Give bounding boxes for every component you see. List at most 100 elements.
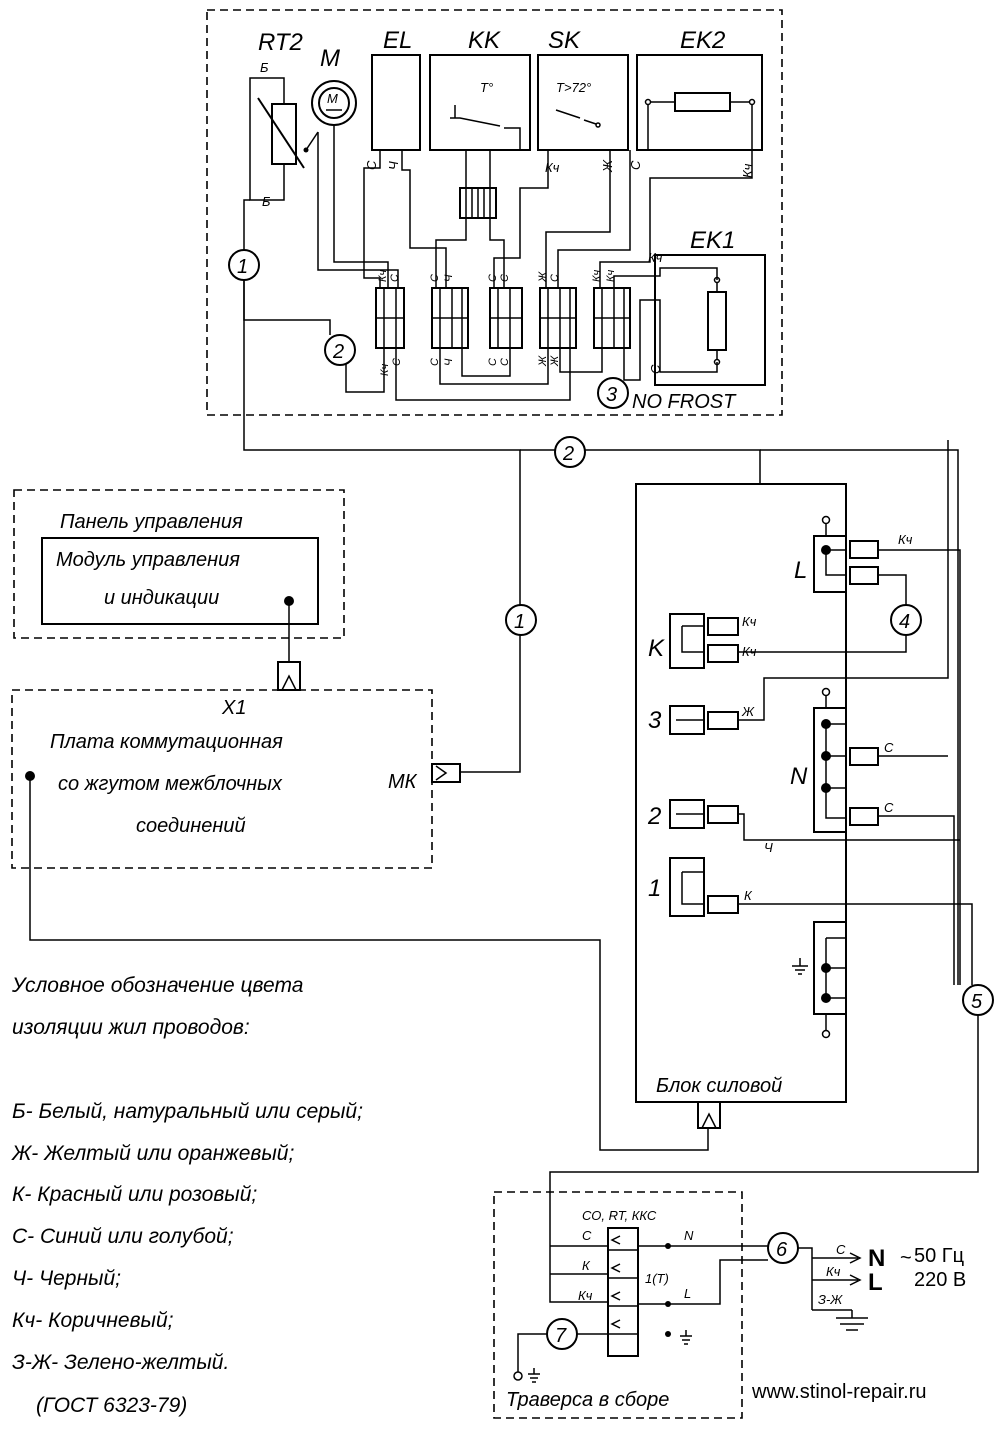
x1-designator: X1 bbox=[221, 697, 246, 719]
traverse-header: СО, RT, ККС bbox=[582, 1208, 657, 1223]
terminal-k-plug1 bbox=[707, 617, 739, 636]
terminal-3-label: 3 bbox=[648, 707, 662, 734]
wire-label-ek1-c: С bbox=[648, 364, 663, 374]
mains-supply: 6 С Кч З-Ж N L ~ 50 Гц 220 В bbox=[767, 1232, 966, 1331]
mains-l: L bbox=[868, 1269, 883, 1296]
wire-motor bbox=[333, 125, 389, 288]
ek2-node-right bbox=[748, 98, 756, 106]
harness-4-label: 4 bbox=[899, 611, 910, 633]
harness-2-label-inner: 2 bbox=[332, 341, 344, 363]
wire-l-to-4 bbox=[878, 574, 907, 605]
wire-label-b-bottom: Б bbox=[262, 194, 271, 209]
legend-title-line2: изоляции жил проводов: bbox=[12, 1016, 250, 1039]
terminal-n-plug1 bbox=[849, 747, 879, 766]
terminal-k-box bbox=[669, 613, 705, 669]
heater-ek2-icon bbox=[674, 92, 731, 112]
wire-2-ch: Ч bbox=[764, 840, 773, 855]
conn-label-u6: С bbox=[499, 274, 511, 282]
wire-x1-to-power bbox=[29, 776, 709, 1151]
wire-k-to-4 bbox=[738, 635, 907, 653]
mains-wire-zzh: З-Ж bbox=[818, 1292, 843, 1307]
conn-label-u5: С bbox=[487, 274, 499, 282]
traverse-title: Траверса в сборе bbox=[506, 1389, 669, 1411]
conn-label-u1: Кч bbox=[377, 270, 389, 282]
traverse-pin-l: L bbox=[684, 1286, 691, 1301]
traverse-center: 1(T) bbox=[645, 1271, 669, 1286]
harness-5-label: 5 bbox=[971, 991, 983, 1013]
ek2-node-left bbox=[644, 98, 652, 106]
traverse-out-wires bbox=[638, 1245, 768, 1305]
mains-wires bbox=[812, 1257, 858, 1311]
wire-n-c2: С bbox=[884, 800, 894, 815]
heater-ek1-icon bbox=[707, 291, 727, 351]
lamp-el-icon bbox=[371, 54, 421, 151]
inter-unit-harness: 2 1 bbox=[243, 280, 959, 985]
traverse-border bbox=[493, 1191, 743, 1419]
wire-harness-5-down bbox=[549, 1015, 979, 1192]
terminal-k-branch bbox=[681, 625, 704, 653]
heater-ek2-wires bbox=[647, 101, 753, 150]
sk-contact bbox=[555, 109, 597, 125]
conn-label-u2: С bbox=[389, 274, 401, 282]
wire-bundle-low-4 bbox=[461, 348, 511, 377]
traverse-wire-c: С bbox=[582, 1228, 592, 1243]
conn-label-u3: С bbox=[429, 274, 441, 282]
rt2-thermostat-icon bbox=[271, 103, 297, 165]
terminal-ground-bottom bbox=[821, 1029, 831, 1039]
motor-label: M bbox=[320, 45, 340, 72]
terminal-2-plug bbox=[707, 805, 739, 824]
switch-sk-icon bbox=[537, 54, 629, 151]
traverse-ground-icon bbox=[680, 1330, 692, 1345]
conn-label-l4: Ч bbox=[443, 358, 455, 366]
wire-harness-7 bbox=[517, 1333, 608, 1372]
color-legend: Условное обозначение цвета изоляции жил … bbox=[11, 974, 363, 1417]
traverse-terminal-block bbox=[607, 1227, 639, 1357]
conn-label-u7: Ж bbox=[537, 271, 549, 283]
legend-item-zzh: З-Ж- Зелено-желтый. bbox=[12, 1351, 229, 1374]
power-block-box bbox=[635, 483, 847, 1103]
wire-ek2-c bbox=[557, 150, 631, 288]
website-link[interactable]: www.stinol-repair.ru bbox=[751, 1381, 927, 1403]
mains-ground-icon bbox=[836, 1310, 868, 1331]
traverse-node-g bbox=[665, 1331, 671, 1337]
switching-board-x1: X1 Плата коммутационная со жгутом межбло… bbox=[11, 689, 709, 1151]
wire-1-out bbox=[738, 903, 973, 985]
harness-4-marker bbox=[890, 604, 922, 636]
wire-el-ch bbox=[401, 150, 447, 288]
wire-harness-2-right bbox=[760, 449, 959, 985]
traverse-in-wires bbox=[549, 1192, 608, 1303]
legend-item-b: Б- Белый, натуральный или серый; bbox=[12, 1100, 363, 1123]
conn-label-u4: Ч bbox=[443, 274, 455, 282]
mains-arrows bbox=[849, 1252, 862, 1286]
wire-ek1-kch bbox=[613, 267, 718, 288]
traverse-ground-terminal-icon bbox=[528, 1368, 540, 1383]
power-block-title: Блок силовой bbox=[656, 1075, 782, 1097]
sk-contact-point bbox=[595, 122, 601, 128]
kk-temp: T° bbox=[480, 80, 493, 95]
wire-rt2 bbox=[317, 200, 399, 288]
harness-2-marker bbox=[554, 436, 586, 468]
conn-label-u8: С bbox=[549, 274, 561, 282]
ek2-label: EK2 bbox=[680, 27, 725, 54]
control-module-box bbox=[41, 537, 319, 625]
el-label: EL bbox=[383, 27, 412, 54]
harness-6-label: 6 bbox=[776, 1239, 788, 1261]
wire-label-el-ch: Ч bbox=[386, 161, 401, 170]
legend-item-kch: Кч- Коричневый; bbox=[12, 1309, 174, 1332]
terminal-l-plug1 bbox=[849, 540, 879, 559]
conn-label-l7: Ж bbox=[537, 355, 549, 367]
switch-kk-icon bbox=[429, 54, 531, 151]
legend-item-ch: Ч- Черный; bbox=[12, 1267, 121, 1290]
legend-title-line1: Условное обозначение цвета bbox=[11, 974, 303, 997]
wire-el-c bbox=[363, 150, 381, 288]
terminal-2-label: 2 bbox=[647, 803, 661, 830]
mains-freq-tilde: ~ bbox=[900, 1247, 912, 1269]
traverse-wire-kch: Кч bbox=[578, 1288, 593, 1303]
terminal-1-branch bbox=[681, 871, 704, 905]
wire-ek1-c bbox=[623, 299, 718, 381]
kk-label: KK bbox=[468, 27, 501, 54]
refrigerator-compartment-unit: RT2 Б Б M M EL С Ч KK T° SK T>72° bbox=[206, 9, 783, 416]
mains-volt: 220 В bbox=[914, 1269, 966, 1291]
wire-label-sk-zh: Ж bbox=[600, 159, 615, 173]
terminal-l-branch bbox=[825, 549, 846, 576]
